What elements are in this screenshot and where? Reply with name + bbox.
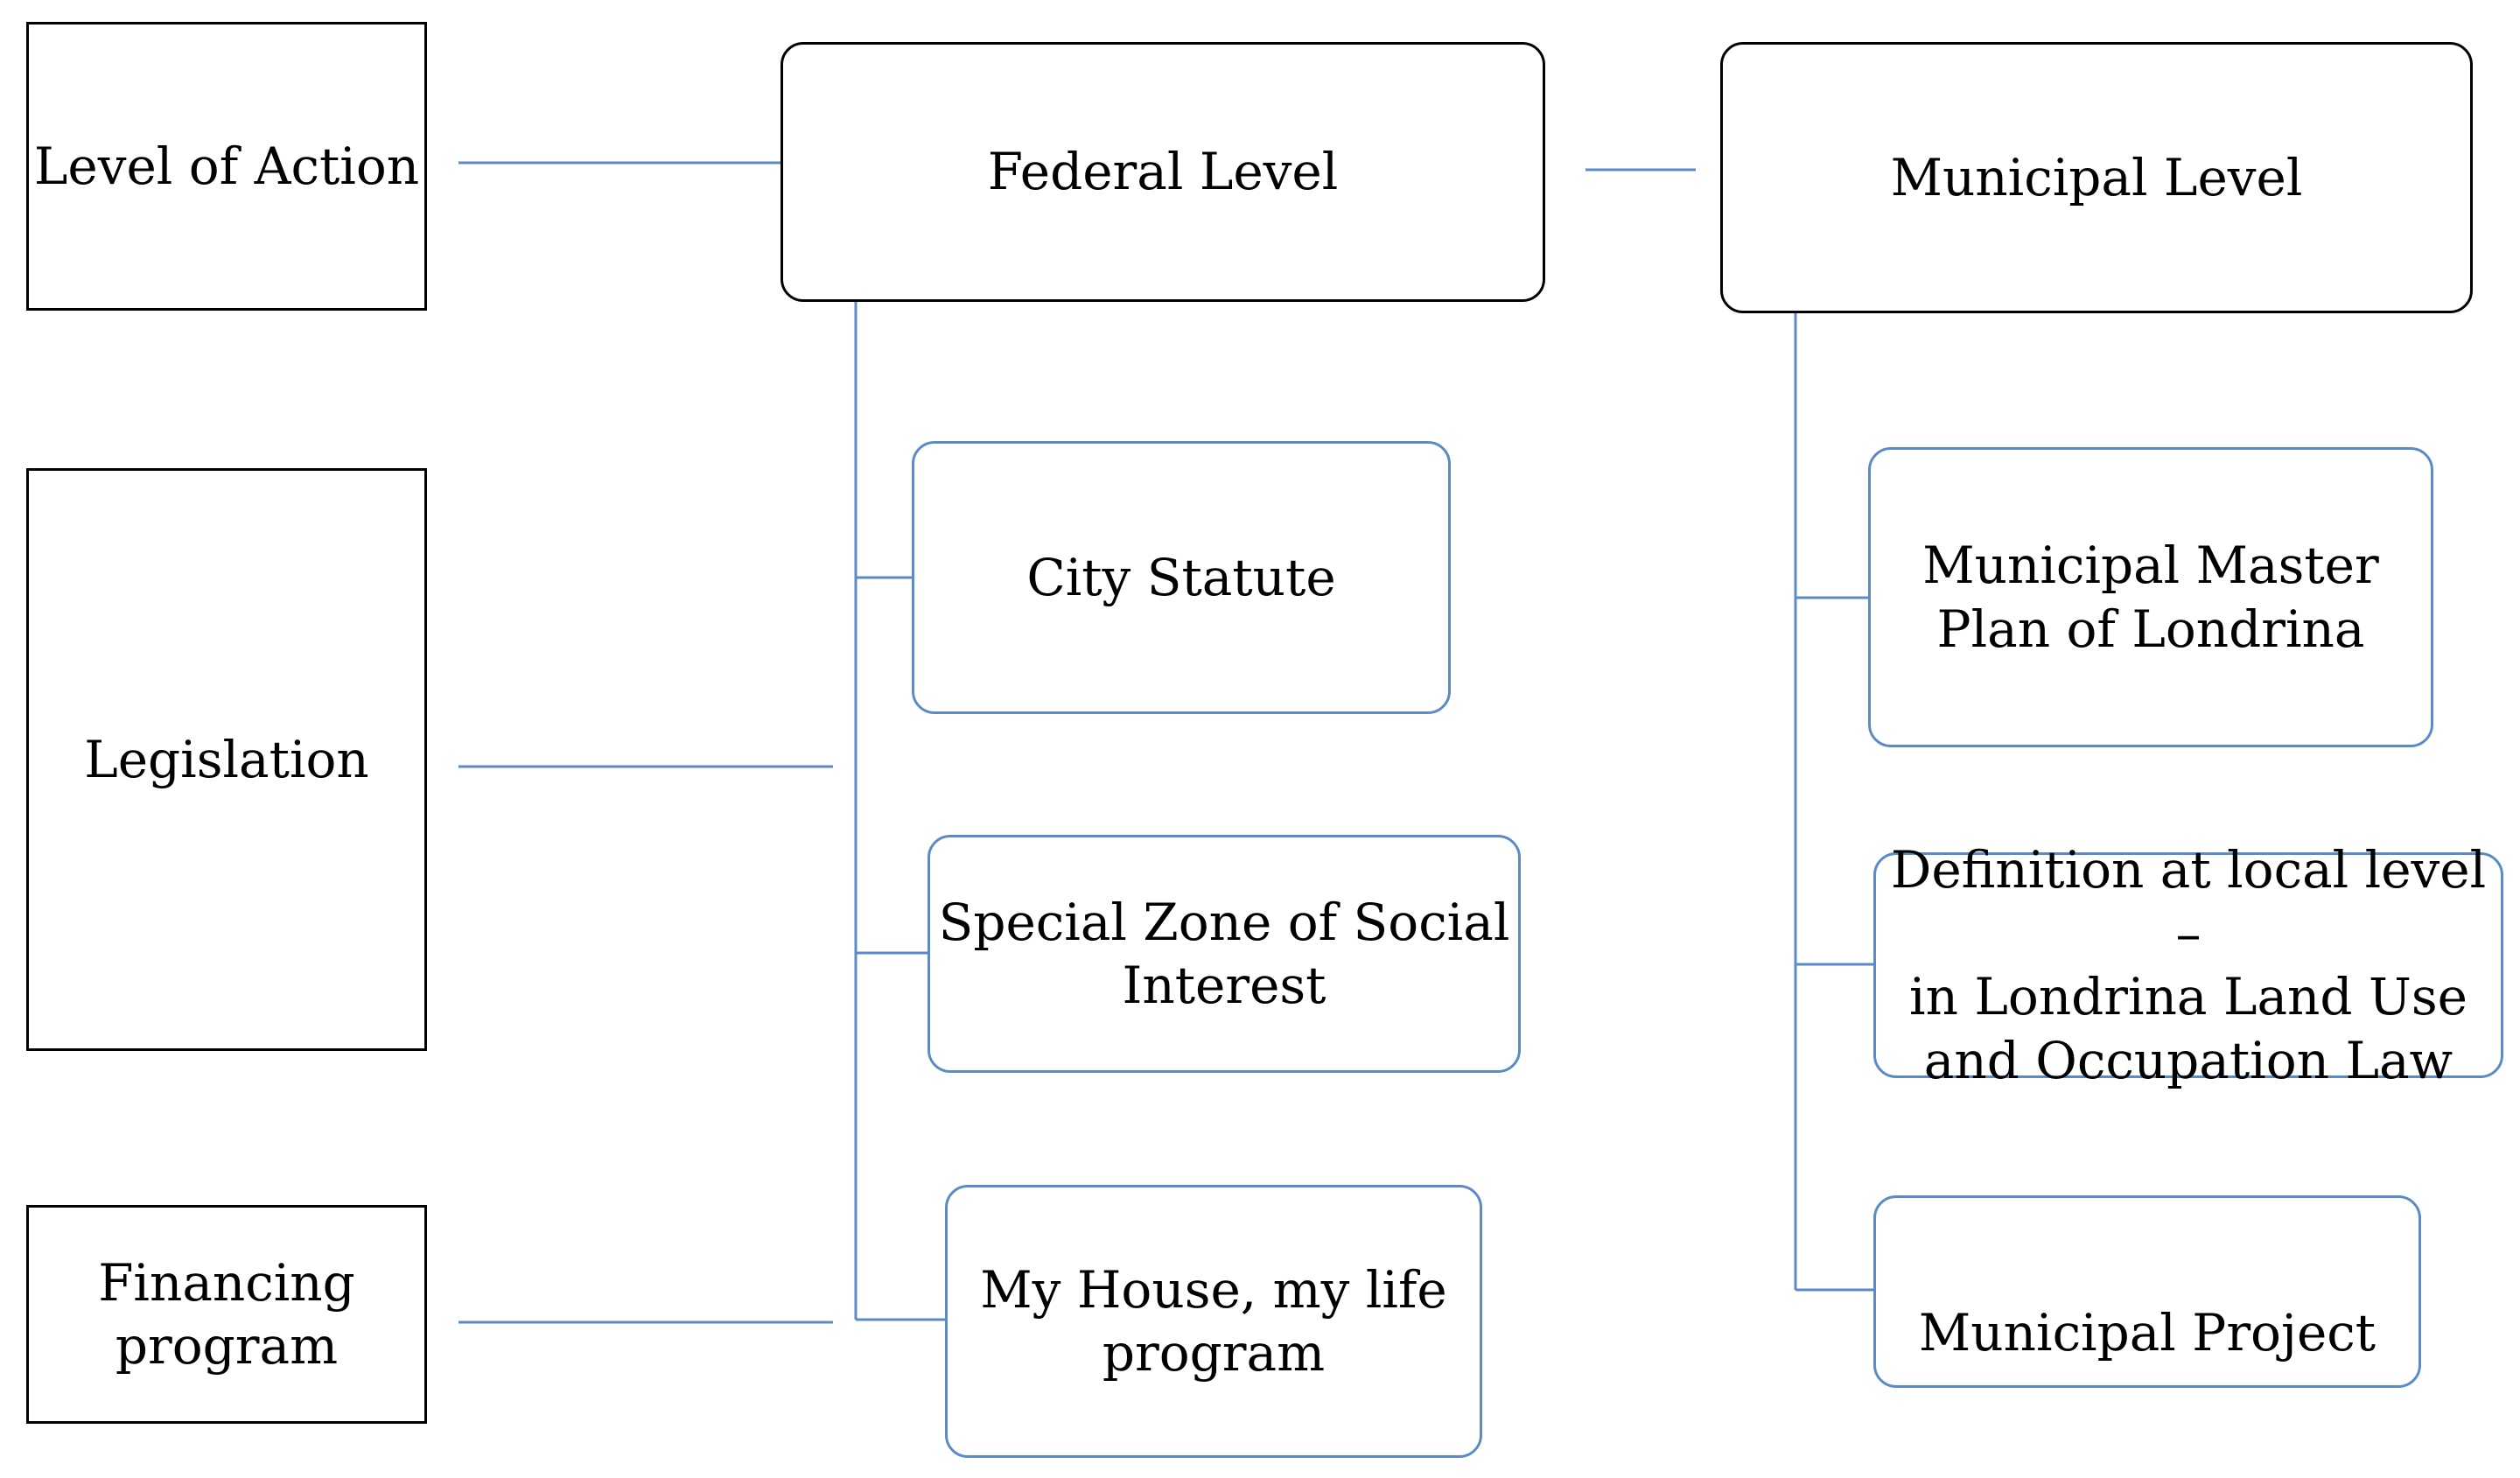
zeis-label: Special Zone of Social Interest	[938, 892, 1510, 1016]
category-legislation: Legislation	[26, 468, 427, 1051]
category-level-of-action: Level of Action	[26, 22, 427, 311]
municipal-item-master-plan: Municipal Master Plan of Londrina	[1868, 447, 2433, 747]
land-use-label: Definition at local level – in Londrina …	[1890, 840, 2487, 1090]
category-financing-label: Financing program	[98, 1252, 355, 1376]
federal-item-my-house: My House, my life program	[945, 1185, 1482, 1458]
federal-level-box: Federal Level	[780, 42, 1545, 302]
municipal-level-label: Municipal Level	[1890, 147, 2303, 207]
municipal-item-project: Municipal Project	[1873, 1195, 2421, 1388]
municipal-level-box: Municipal Level	[1720, 42, 2473, 313]
federal-item-city-statute: City Statute	[912, 441, 1451, 714]
city-statute-label: City Statute	[1026, 547, 1336, 607]
master-plan-label: Municipal Master Plan of Londrina	[1922, 536, 2379, 659]
project-label: Municipal Project	[1918, 1302, 2376, 1362]
municipal-item-land-use: Definition at local level – in Londrina …	[1873, 840, 2503, 1090]
my-house-label: My House, my life program	[980, 1259, 1447, 1383]
federal-item-zeis: Special Zone of Social Interest	[928, 835, 1521, 1073]
category-legislation-label: Legislation	[84, 729, 369, 789]
category-level-of-action-label: Level of Action	[33, 136, 420, 196]
federal-level-label: Federal Level	[987, 142, 1339, 202]
category-financing: Financing program	[26, 1205, 427, 1424]
